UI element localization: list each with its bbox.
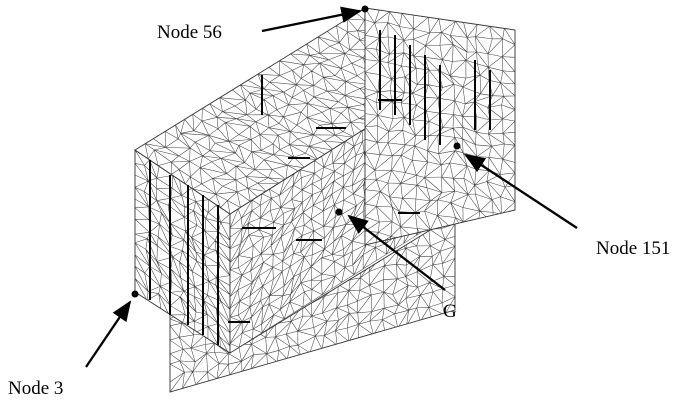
arrow-node-151 bbox=[464, 153, 578, 229]
label-g: G bbox=[443, 301, 457, 322]
arrow-node-56 bbox=[261, 6, 363, 33]
arrow-node-3 bbox=[85, 300, 132, 368]
leader-arrows bbox=[85, 6, 578, 368]
node-3-marker bbox=[131, 290, 139, 298]
node-markers bbox=[131, 5, 461, 298]
node-151-marker bbox=[453, 142, 461, 150]
label-node-3: Node 3 bbox=[8, 378, 63, 399]
label-node-151: Node 151 bbox=[596, 238, 670, 259]
node-56-marker bbox=[361, 5, 369, 13]
label-node-56: Node 56 bbox=[157, 22, 222, 43]
arrow-g bbox=[347, 214, 446, 291]
stiffener-lines bbox=[149, 30, 491, 345]
g-marker bbox=[335, 208, 343, 216]
